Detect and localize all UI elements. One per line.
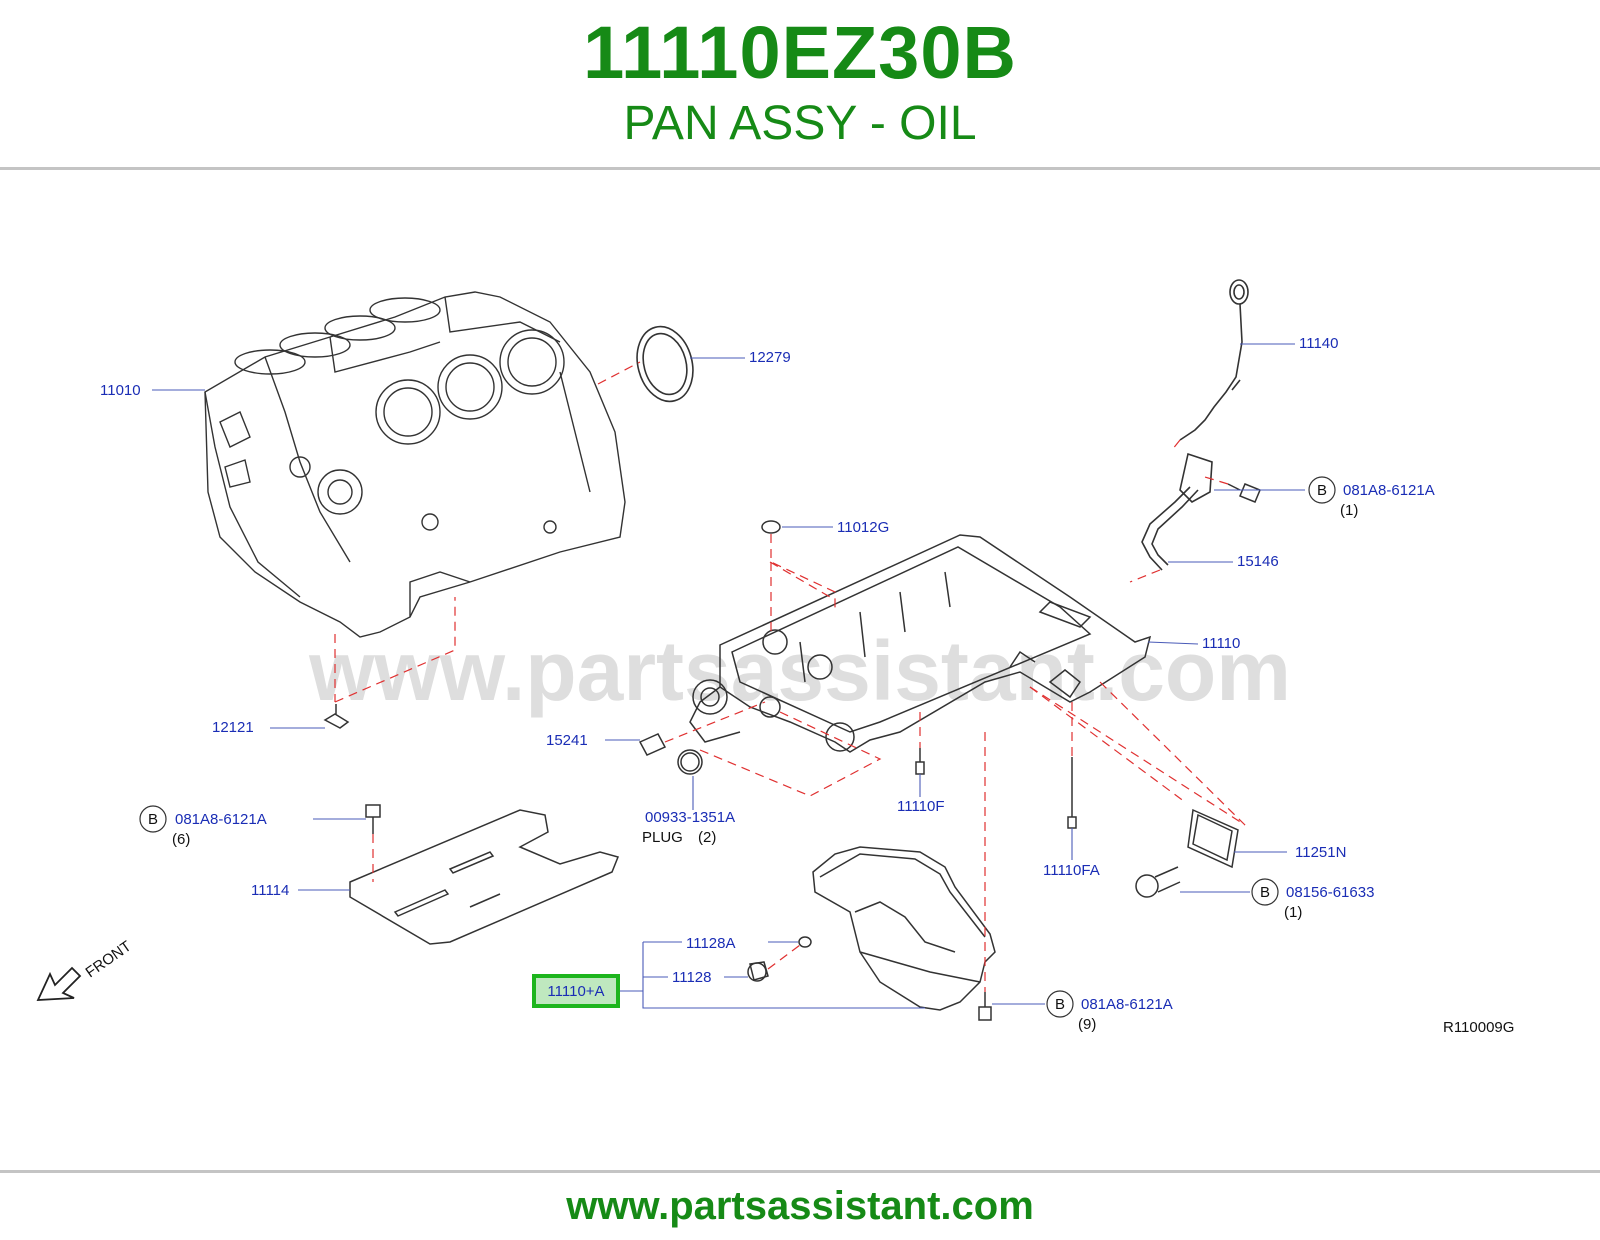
bolt-081a8-top-drawing [1227,483,1261,503]
figure-code: R110009G [1443,1019,1514,1036]
page-header: 11110EZ30B PAN ASSY - OIL [0,0,1600,168]
callout-circle-b-left [139,805,167,833]
callout-081a8-bottom: 081A8-6121A [1081,996,1173,1013]
callout-08156-qty: (1) [1284,904,1302,921]
cylinder-block-drawing [204,291,626,638]
leader-lines [152,343,1305,1009]
callout-11110f: 11110F [897,798,945,815]
callout-circle-b-left-letter: B [148,811,158,828]
callout-11251n: 11251N [1295,844,1346,861]
callout-081a8-left: 081A8-6121A [175,811,267,828]
callout-12279: 12279 [749,349,791,366]
footer-divider [0,1170,1600,1173]
diagram-svg: www.partsassistant.com [36,279,1514,1036]
highlighted-part-label[interactable]: 11110+A [547,983,604,1000]
callout-12121: 12121 [212,719,254,736]
upper-oil-pan-drawing [689,534,1152,753]
lower-oil-pan-drawing [812,846,996,1011]
callout-15241: 15241 [546,732,588,749]
callout-circle-b-top [1308,476,1336,504]
callout-11012g: 11012G [837,519,889,536]
callout-081a8-top: 081A8-6121A [1343,482,1435,499]
pin-15241-drawing [638,733,667,756]
bolt-081a8-left-drawing [365,804,381,834]
callout-circle-b-right [1251,878,1279,906]
callout-circle-b-bottom [1046,990,1074,1018]
rear-oil-seal-drawing [636,325,694,403]
dipstick-drawing [1179,279,1249,441]
callout-circle-b-right-letter: B [1260,884,1270,901]
front-label: FRONT [83,938,135,982]
callout-circle-b-bottom-letter: B [1055,996,1065,1013]
callout-08156-61633: 08156-61633 [1286,884,1374,901]
gasket-11251n-drawing [1187,808,1239,869]
bolt-08156-drawing [1135,866,1181,898]
watermark-text: www.partsassistant.com [308,624,1291,718]
bolt-11110f-drawing [915,748,925,775]
part-name-subtitle: PAN ASSY - OIL [623,97,977,150]
plug-qty: (2) [698,829,716,846]
exploded-parts-diagram: www.partsassistant.com [0,262,1600,1070]
baffle-12121-drawing [323,704,350,729]
plug-00933-drawing [677,749,703,775]
callout-00933-1351a: 00933-1351A [645,809,735,826]
o-ring-11012g-drawing [761,520,781,534]
dipstick-guide-drawing [1141,452,1213,571]
bolt-081a8-bottom-drawing [978,992,992,1021]
baffle-plate-11114-drawing [349,809,620,945]
highlighted-part-box[interactable] [532,974,620,1008]
assembly-dashed-lines [334,361,1246,992]
callout-11110fa: 11110FA [1043,862,1100,879]
callout-11114: 11114 [251,882,289,899]
plug-label: PLUG [642,829,683,846]
callout-11140: 11140 [1299,335,1339,352]
callout-081a8-bottom-qty: (9) [1078,1016,1096,1033]
part-number-title: 11110EZ30B [583,11,1017,94]
footer-url-link[interactable]: www.partsassistant.com [566,1184,1034,1228]
callout-11010: 11010 [100,382,141,399]
callout-circle-b-top-letter: B [1317,482,1327,499]
drain-plug-drawing [747,936,812,982]
callout-11128a: 11128A [686,935,736,952]
front-arrow-icon [36,966,82,1001]
header-divider [0,167,1600,170]
callout-11128: 11128 [672,969,712,986]
bolt-11110fa-drawing [1067,757,1077,829]
callout-11110: 11110 [1202,635,1240,652]
callout-15146: 15146 [1237,553,1279,570]
callout-081a8-left-qty: (6) [172,831,190,848]
callout-081a8-top-qty: (1) [1340,502,1358,519]
